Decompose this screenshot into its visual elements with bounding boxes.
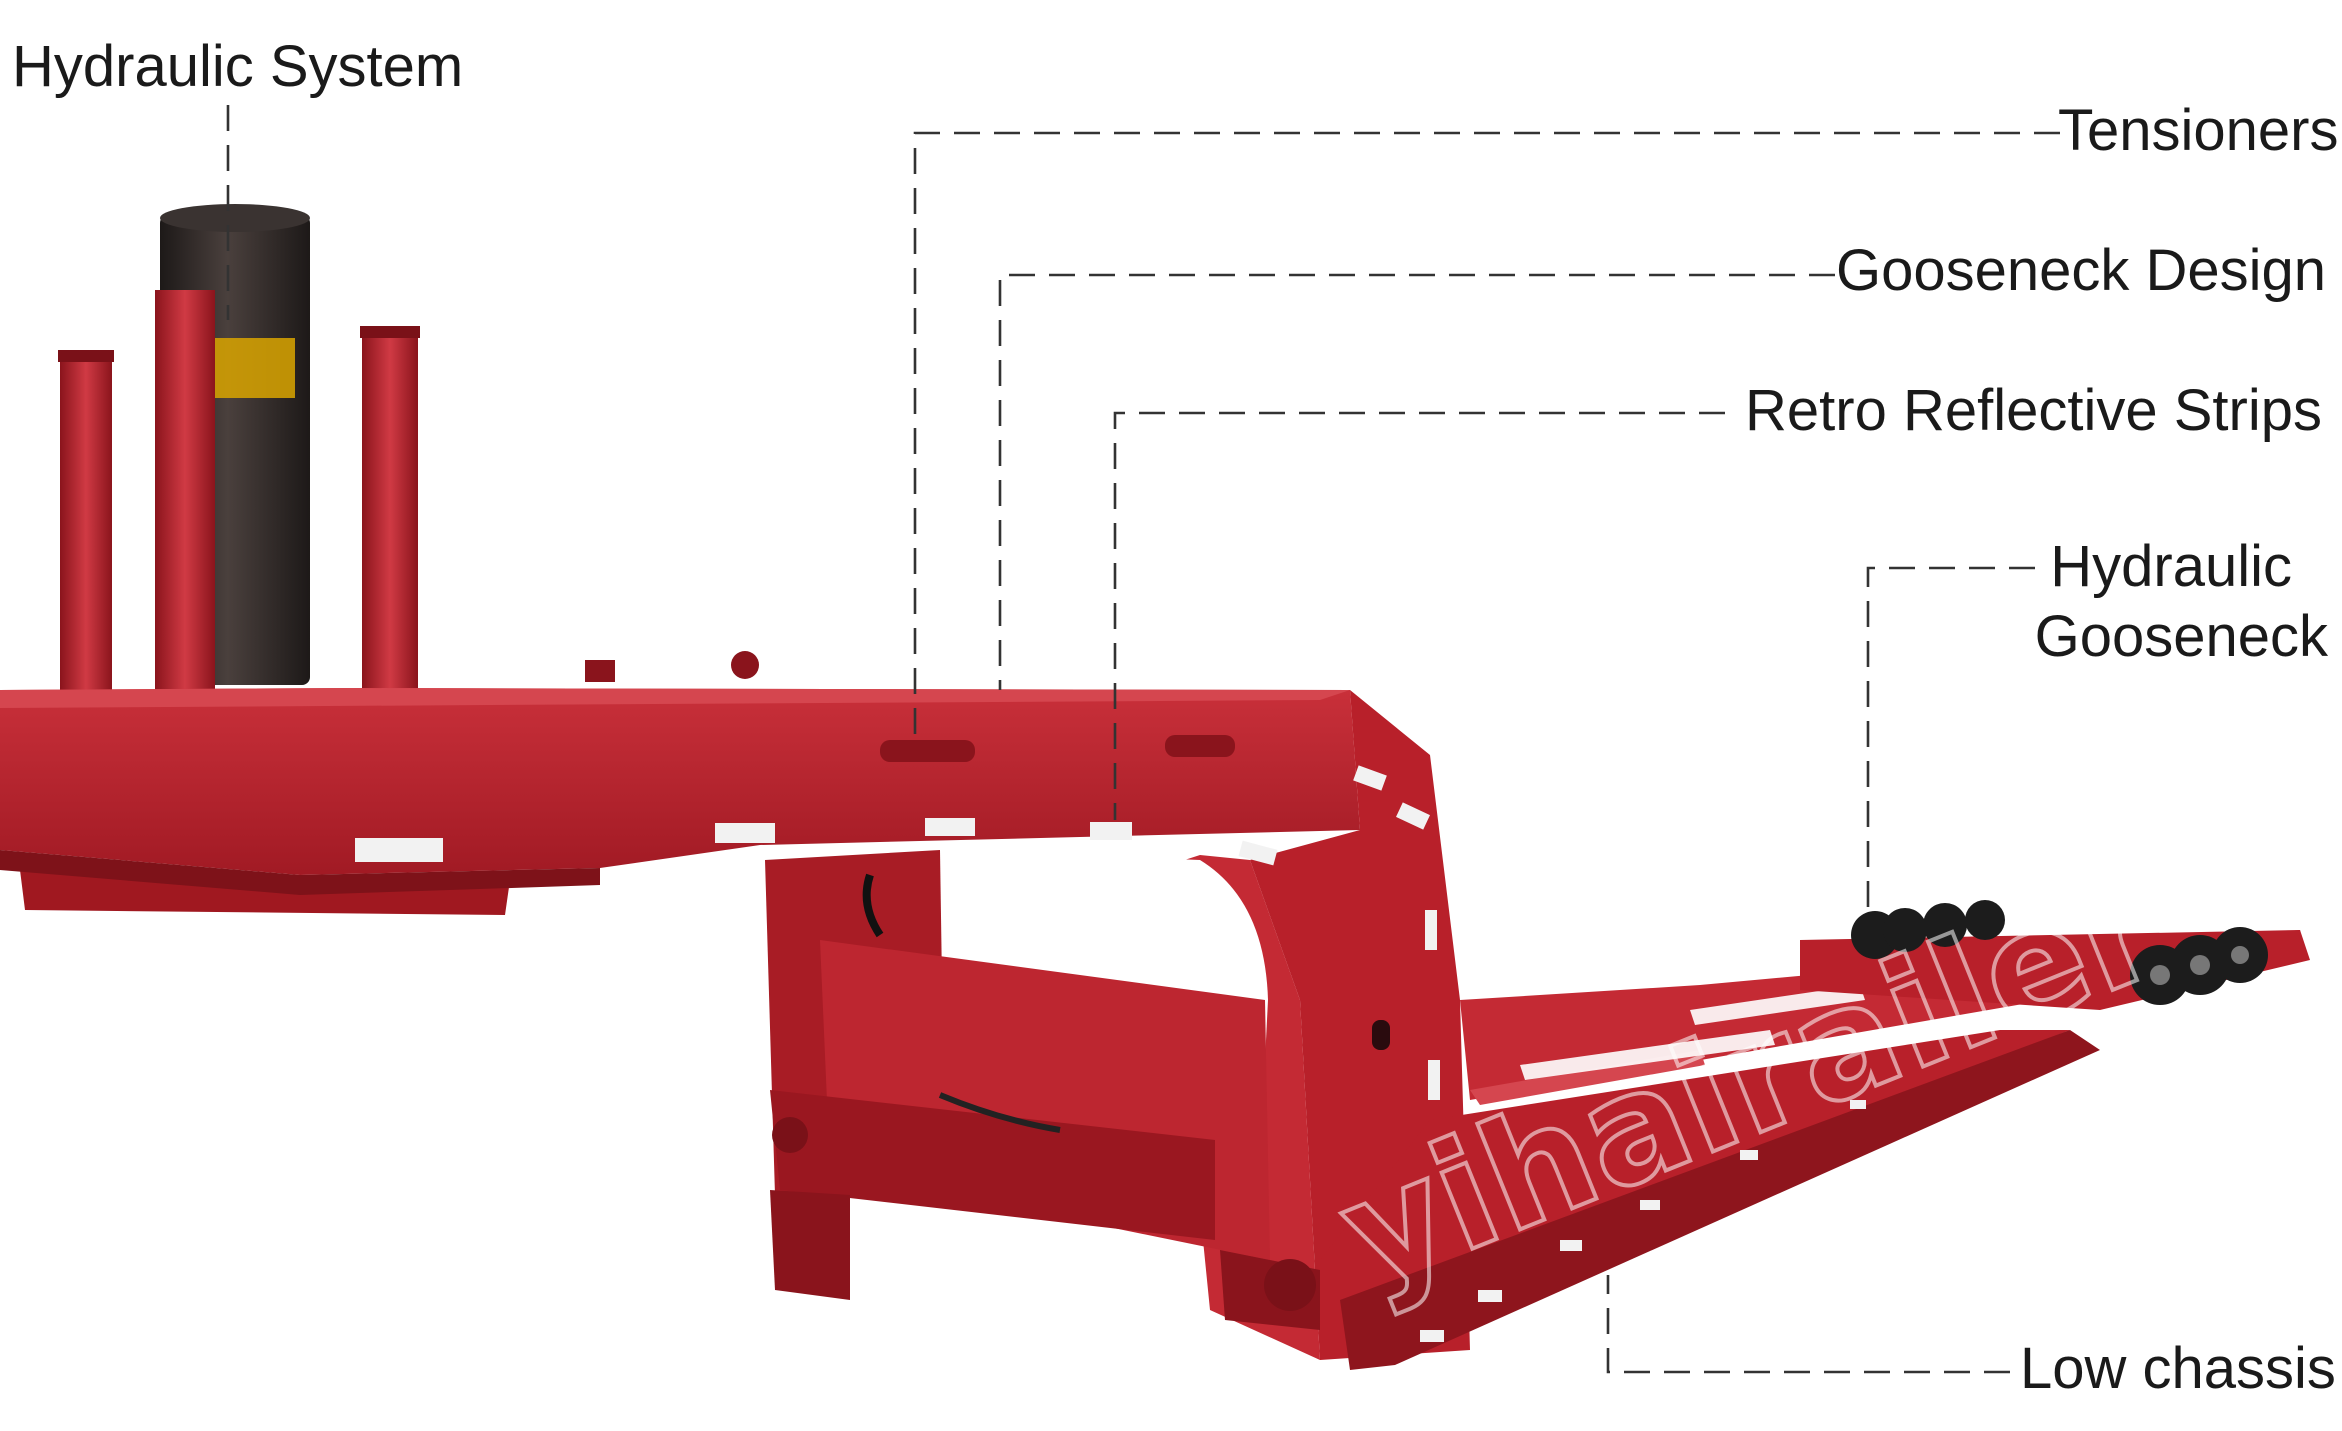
- leader-gooseneck-design: [998, 273, 1835, 690]
- upper-deck-part: [0, 651, 1360, 915]
- hydraulic-gooseneck-label: Hydraulic Gooseneck: [2035, 532, 2328, 672]
- hydraulic-system-label: Hydraulic System: [12, 34, 464, 99]
- leader-retro-reflective-strips: [1113, 411, 1725, 820]
- hydraulic-system-part: [58, 204, 420, 690]
- low-chassis-label: Low chassis: [2020, 1336, 2336, 1401]
- leader-tensioners: [913, 131, 2060, 740]
- gooseneck-design-label: Gooseneck Design: [1836, 238, 2327, 303]
- hydraulic-gooseneck-line1: Hydraulic: [2050, 534, 2292, 599]
- gooseneck-part: [765, 690, 1470, 1360]
- leader-hydraulic-gooseneck: [1866, 566, 2035, 910]
- leader-lines: [226, 105, 2060, 1374]
- leader-low-chassis: [1606, 1275, 2010, 1374]
- hydraulic-gooseneck-line2: Gooseneck: [2034, 604, 2328, 669]
- tensioners-label: Tensioners: [2058, 98, 2339, 163]
- retro-reflective-strips-label: Retro Reflective Strips: [1745, 378, 2322, 443]
- rear-axle-group: [1800, 900, 2310, 1010]
